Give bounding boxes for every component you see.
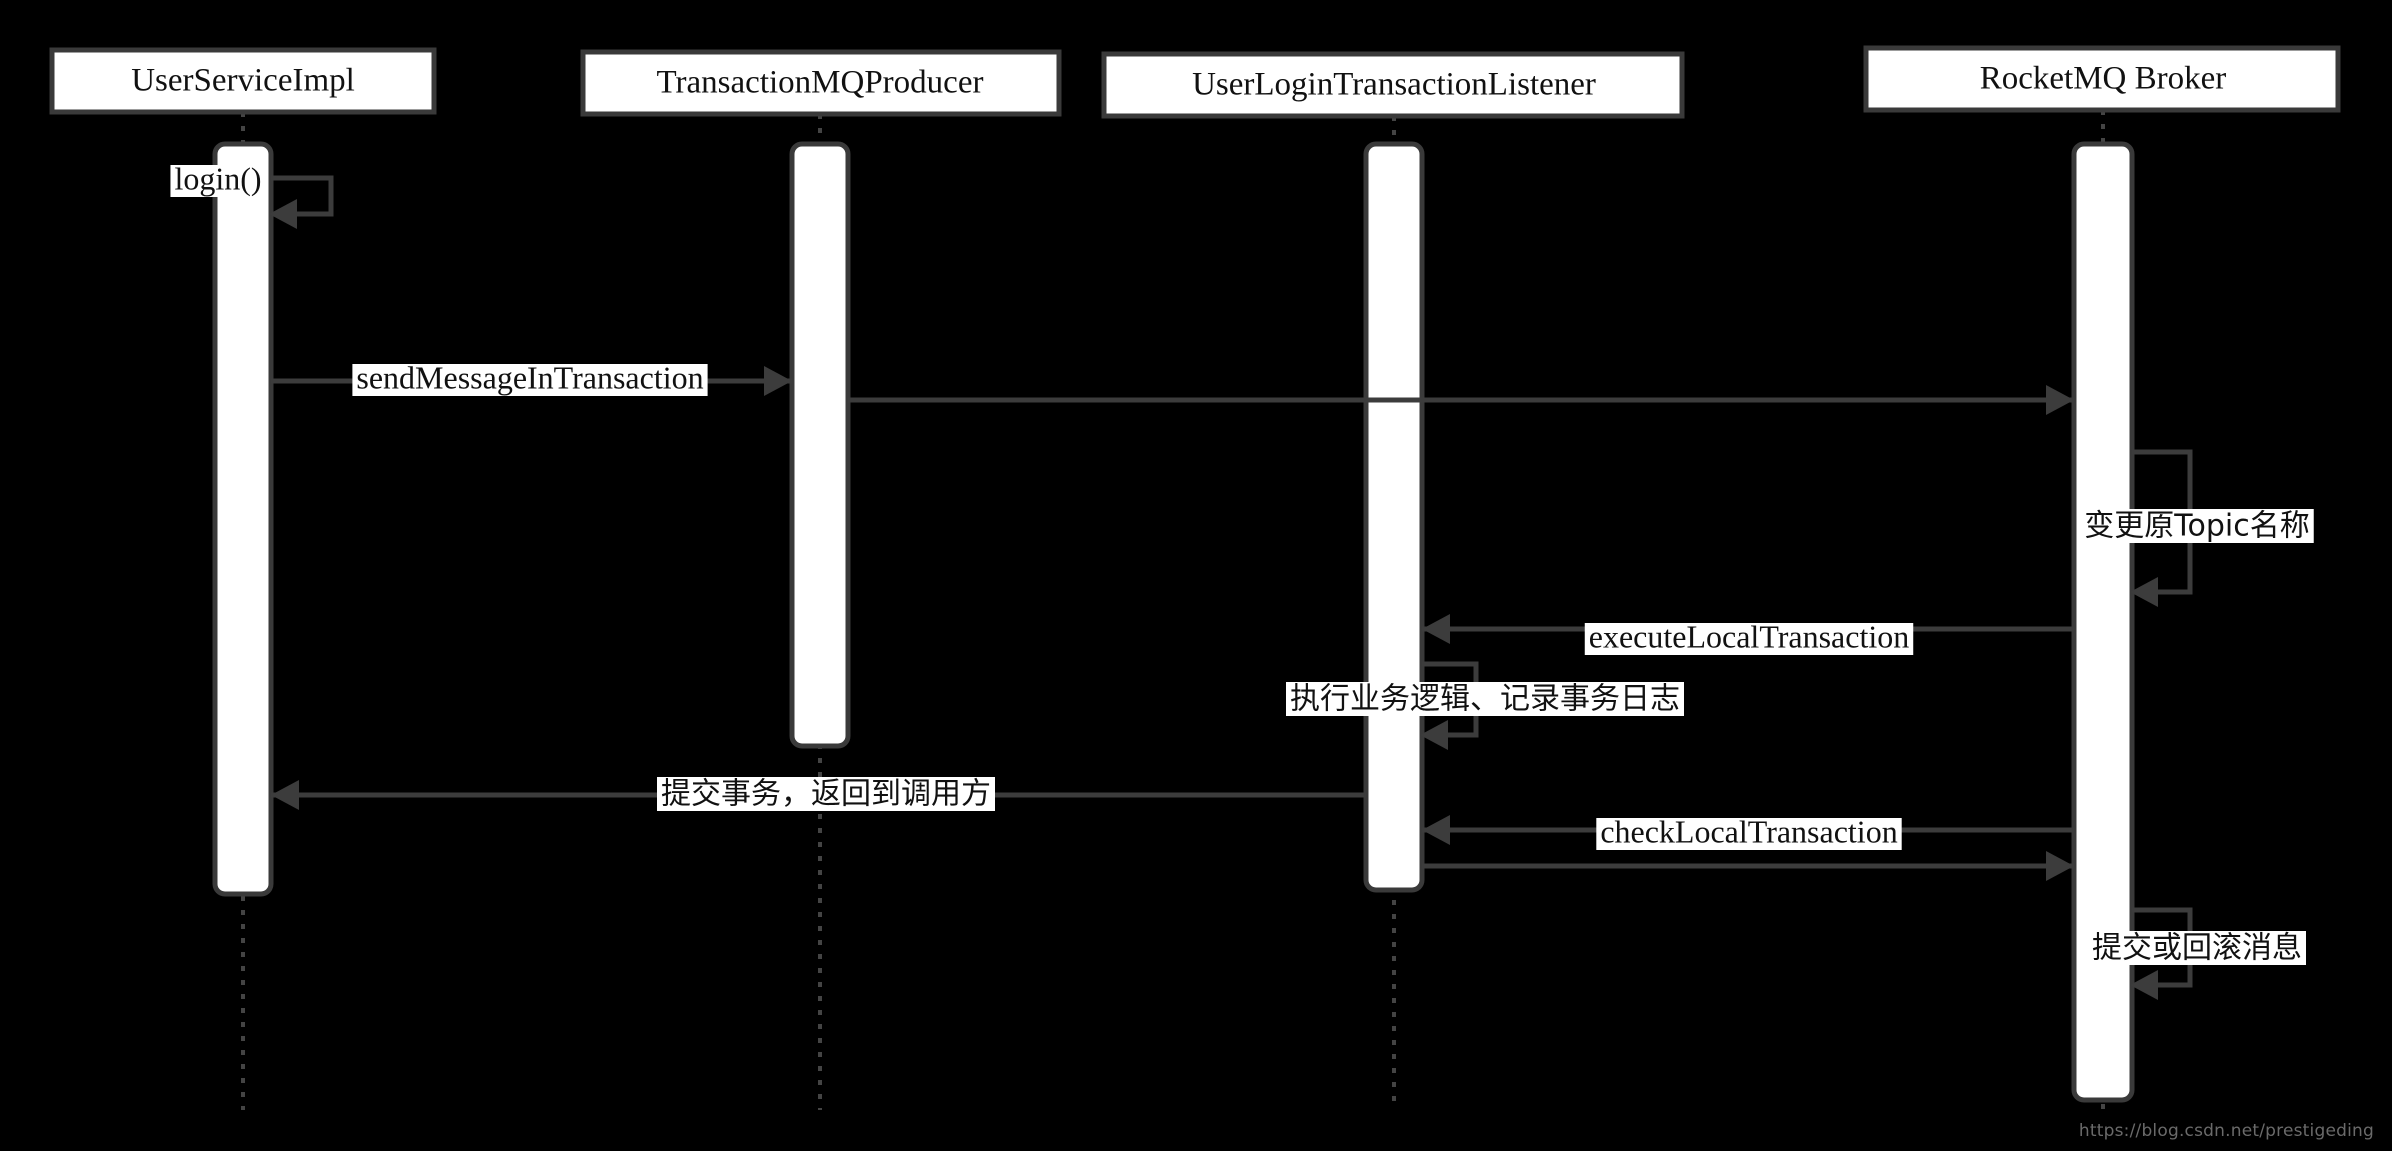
activation-bar-userservice	[212, 141, 274, 897]
message-label-m6: 执行业务逻辑、记录事务日志	[1290, 682, 1680, 717]
arrowhead-m4	[2130, 577, 2158, 607]
message-label-m8: checkLocalTransaction	[1600, 813, 1897, 849]
message-label-m10: 提交或回滚消息	[2092, 931, 2302, 966]
participant-label-userservice: UserServiceImpl	[131, 63, 355, 99]
participant-label-listener: UserLoginTransactionListener	[1192, 67, 1596, 103]
participant-label-broker: RocketMQ Broker	[1980, 61, 2227, 97]
activation-bar-broker	[2071, 141, 2135, 1103]
participant-box-broker[interactable]	[1863, 45, 2341, 113]
message-path-m1	[271, 175, 334, 217]
message-label-m1: login()	[174, 160, 261, 196]
arrowhead-m6	[1420, 720, 1448, 750]
participant-box-listener[interactable]	[1101, 51, 1685, 119]
arrowhead-m2	[764, 366, 792, 396]
arrowhead-m5	[1422, 614, 1450, 644]
activation-bar-listener	[1363, 141, 1425, 893]
activations-layer	[212, 141, 2135, 1103]
arrowhead-m3	[2046, 385, 2074, 415]
message-label-m7: 提交事务，返回到调用方	[661, 777, 991, 812]
lifelines-layer	[241, 110, 2105, 1110]
message-label-m5: executeLocalTransaction	[1589, 618, 1909, 654]
arrowhead-m8	[1422, 815, 1450, 845]
message-label-bg-m7	[657, 777, 995, 811]
messages-layer: login() sendMessageInTransaction 变更原Topic名…	[170, 160, 2314, 1000]
participants-layer: UserServiceImpl TransactionMQProducer User…	[49, 45, 2341, 119]
arrowhead-m7	[271, 780, 299, 810]
source-watermark: https://blog.csdn.net/prestigeding	[2078, 1121, 2374, 1141]
activation-bar-producer	[789, 141, 851, 749]
arrowhead-m1	[269, 199, 297, 229]
message-label-bg-m1	[170, 165, 266, 197]
participant-label-producer: TransactionMQProducer	[657, 65, 984, 101]
arrowhead-m10	[2130, 970, 2158, 1000]
arrowhead-m9	[2046, 851, 2074, 881]
participant-box-producer[interactable]	[580, 49, 1062, 117]
message-label-bg-m5	[1584, 623, 1914, 655]
message-label-bg-m10	[2088, 931, 2306, 965]
message-label-m4: 变更原Topic名称	[2084, 509, 2309, 544]
message-label-bg-m2	[352, 364, 708, 396]
message-label-bg-m6	[1286, 682, 1684, 716]
message-label-bg-m4	[2080, 509, 2314, 543]
participant-box-userservice[interactable]	[49, 47, 437, 115]
message-label-m2: sendMessageInTransaction	[356, 359, 703, 395]
message-label-bg-m8	[1596, 818, 1902, 850]
